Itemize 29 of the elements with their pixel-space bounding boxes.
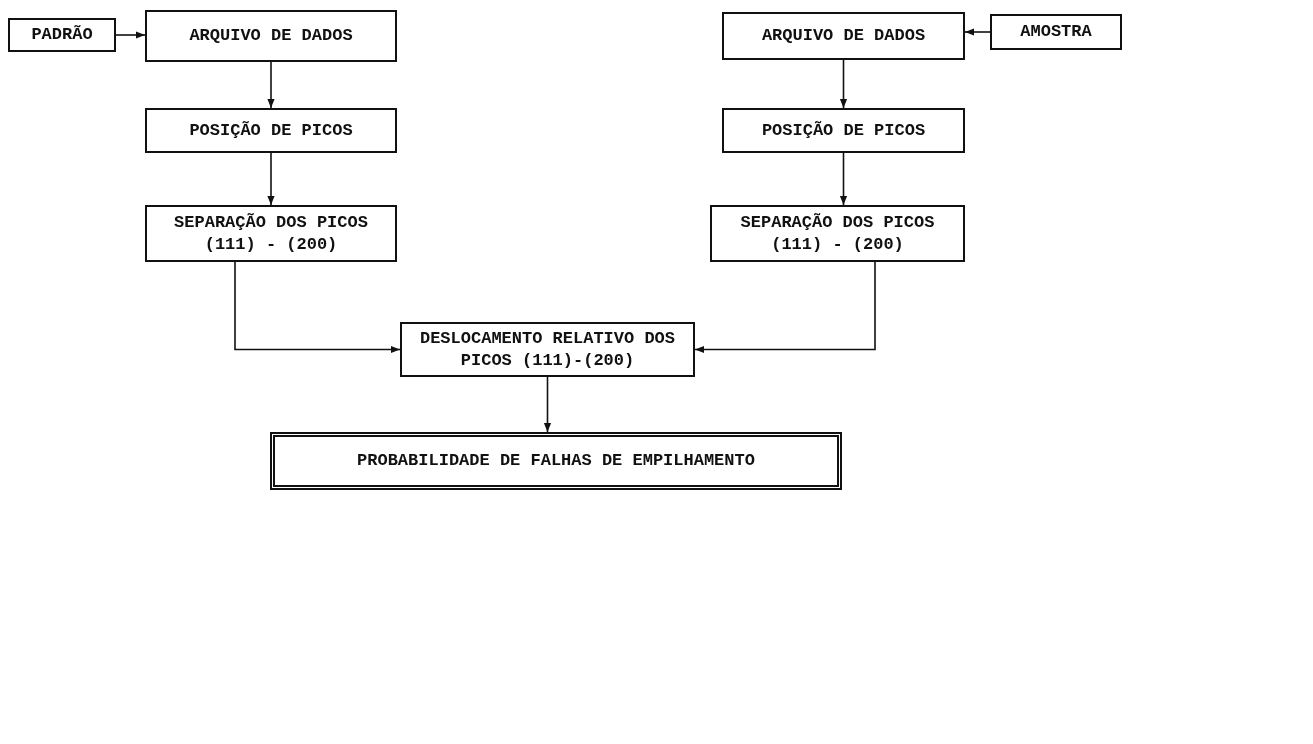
process-box (722, 12, 965, 60)
process-box (8, 18, 116, 52)
process-box (145, 10, 397, 62)
arrow (115, 31, 146, 39)
process-box (710, 205, 965, 262)
arrow (543, 376, 552, 433)
result-box (270, 432, 842, 490)
box-label: PADRÃO (31, 24, 93, 46)
process-box (145, 205, 397, 262)
process-box (145, 108, 397, 153)
arrow (964, 28, 991, 36)
box-label: POSIÇÃO DE PICOS (189, 119, 353, 142)
arrow (839, 152, 848, 206)
process-box (990, 14, 1122, 50)
arrow (267, 152, 275, 206)
process-box (722, 108, 965, 153)
box-label: ARQUIVO DE DADOS (189, 25, 353, 47)
arrow (694, 261, 876, 354)
arrow (234, 261, 401, 354)
box-label: PROBABILIDADE DE FALHAS DE EMPILHAMENTO (357, 450, 755, 472)
box-label: SEPARAÇÃO DOS PICOS (111) - (200) (739, 212, 936, 255)
arrow (267, 61, 275, 109)
box-label: DESLOCAMENTO RELATIVO DOS PICOS (111)-(200) (418, 328, 676, 371)
box-label: AMOSTRA (1020, 21, 1092, 43)
arrow (839, 59, 848, 109)
box-label: ARQUIVO DE DADOS (761, 25, 926, 47)
box-label: POSIÇÃO DE PICOS (761, 119, 926, 142)
process-box (400, 322, 695, 377)
box-label: SEPARAÇÃO DOS PICOS (111) - (200) (173, 212, 369, 255)
